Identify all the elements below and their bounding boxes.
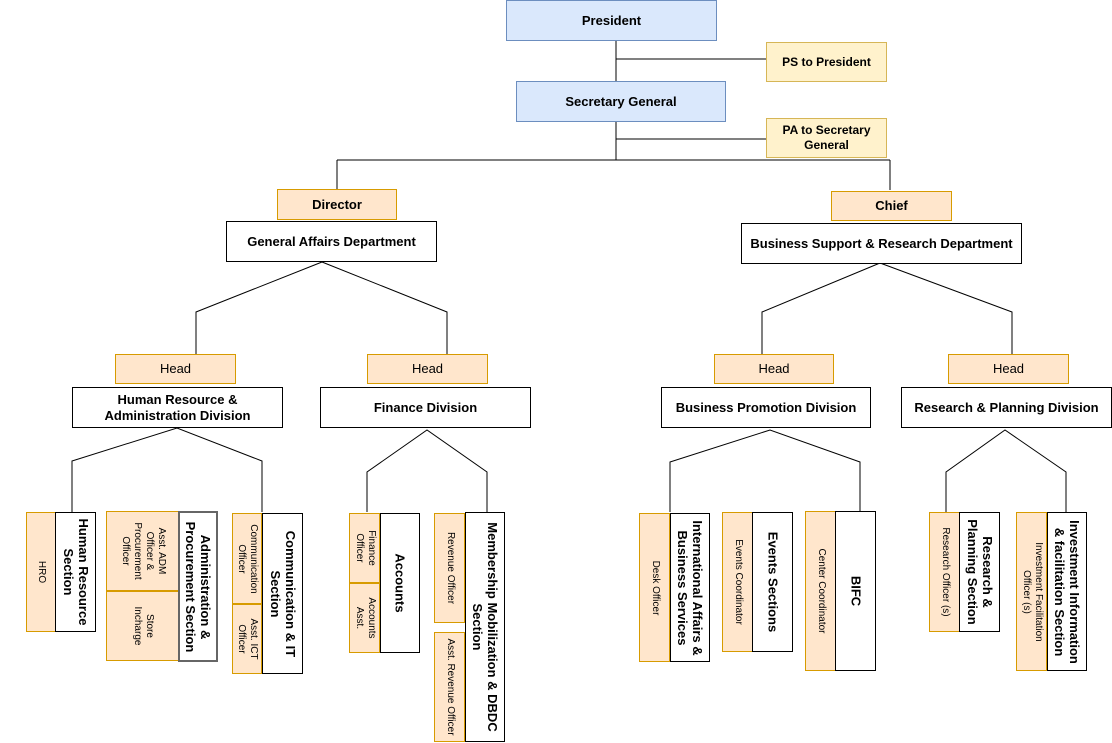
general-affairs-division-connector bbox=[195, 261, 448, 354]
hr-division-head-label: Head bbox=[159, 361, 192, 376]
research-section-connector bbox=[945, 429, 1067, 512]
events-sections-label: Events Sections bbox=[765, 531, 780, 633]
promotion-division-head-label: Head bbox=[758, 361, 790, 376]
accounts-asst-box: Accounts Asst. bbox=[349, 583, 380, 653]
hro-label: HRO bbox=[36, 560, 47, 584]
accounts-asst-label: Accounts Asst. bbox=[353, 597, 377, 639]
asst-revenue-officer-label: Asst. Revenue Officer bbox=[444, 638, 456, 736]
finance-division-label: Finance Division bbox=[373, 399, 478, 415]
chief-label: Chief bbox=[875, 198, 908, 213]
director-box: Director bbox=[277, 189, 397, 220]
communication-officer-box: Communication Officer bbox=[232, 513, 262, 604]
investment-officer-box: Investment Facilitation Officer (s) bbox=[1016, 512, 1047, 671]
accounts-section-label: Accounts bbox=[392, 553, 408, 613]
research-division-head-box: Head bbox=[948, 354, 1069, 384]
finance-division-head-box: Head bbox=[367, 354, 488, 384]
asst-ict-officer-box: Asst. ICT Officer bbox=[232, 604, 262, 674]
pa-to-secretary-general-box: PA to Secretary General bbox=[766, 118, 887, 158]
investment-information-section-label: Investment Information & facilitation Se… bbox=[1052, 519, 1082, 664]
ps-to-president-label: PS to President bbox=[782, 54, 871, 69]
finance-officer-label: Finance Officer bbox=[353, 530, 377, 566]
ps-to-president-box: PS to President bbox=[766, 42, 887, 82]
hro-box: HRO bbox=[26, 512, 56, 632]
hr-division-label: Human Resource & Administration Division bbox=[104, 391, 251, 423]
director-label: Director bbox=[312, 196, 362, 212]
communication-it-section-box: Communication & IT Section bbox=[262, 513, 303, 674]
chief-box: Chief bbox=[831, 191, 952, 221]
hr-division-box: Human Resource & Administration Division bbox=[72, 387, 283, 428]
admin-procurement-section-box: Administration & Procurement Section bbox=[178, 511, 218, 662]
membership-dbdc-section-box: Membership Mobilization & DBDC Section bbox=[465, 512, 505, 742]
revenue-officer-box: Revenue Officer bbox=[434, 513, 465, 623]
bifc-section-label: BIFC bbox=[848, 575, 863, 607]
pa-to-secretary-general-label: PA to Secretary General bbox=[782, 123, 871, 152]
president-label: President bbox=[581, 12, 642, 28]
international-affairs-section-box: International Affairs & Business Service… bbox=[670, 513, 710, 662]
accounts-section-box: Accounts bbox=[380, 513, 420, 653]
asst-ict-officer-label: Asst. ICT Officer bbox=[236, 618, 259, 660]
admin-procurement-section-label: Administration & Procurement Section bbox=[183, 521, 213, 652]
bifc-section-box: BIFC bbox=[835, 511, 876, 671]
department-connector bbox=[336, 159, 891, 190]
asst-adm-label: Asst. ADM Officer & Procurement Officer bbox=[119, 522, 167, 580]
secretary-general-box: Secretary General bbox=[516, 81, 726, 122]
business-support-department-label: Business Support & Research Department bbox=[750, 235, 1013, 251]
finance-section-connector bbox=[366, 429, 488, 512]
promotion-division-label: Business Promotion Division bbox=[675, 399, 857, 415]
business-support-division-connector bbox=[761, 262, 1013, 354]
general-affairs-department-box: General Affairs Department bbox=[226, 221, 437, 262]
hr-section-connector bbox=[71, 427, 263, 512]
international-affairs-section-label: International Affairs & Business Service… bbox=[675, 519, 705, 656]
events-coordinator-label: Events Coordinator bbox=[732, 539, 744, 625]
investment-information-section-box: Investment Information & facilitation Se… bbox=[1047, 512, 1087, 671]
research-division-head-label: Head bbox=[992, 361, 1025, 376]
communication-officer-label: Communication Officer bbox=[236, 523, 259, 594]
center-coordinator-box: Center Coordinator bbox=[805, 511, 836, 671]
asst-revenue-officer-box: Asst. Revenue Officer bbox=[434, 632, 465, 742]
hr-section-label: Human Resource Section bbox=[60, 518, 91, 626]
business-support-department-box: Business Support & Research Department bbox=[741, 223, 1022, 264]
revenue-officer-label: Revenue Officer bbox=[444, 531, 456, 605]
desk-officer-box: Desk Officer bbox=[639, 513, 670, 662]
president-box: President bbox=[506, 0, 717, 41]
research-planning-section-label: Research & Planning Section bbox=[964, 519, 995, 625]
secretary-general-label: Secretary General bbox=[565, 93, 677, 109]
center-coordinator-label: Center Coordinator bbox=[815, 548, 827, 634]
hr-section-box: Human Resource Section bbox=[55, 512, 96, 632]
finance-division-head-label: Head bbox=[411, 361, 444, 376]
research-officer-box: Research Officer (s) bbox=[929, 512, 960, 632]
promotion-division-head-box: Head bbox=[714, 354, 834, 384]
finance-officer-box: Finance Officer bbox=[349, 513, 380, 583]
hr-division-head-box: Head bbox=[115, 354, 236, 384]
promotion-section-connector bbox=[669, 429, 861, 512]
events-sections-box: Events Sections bbox=[752, 512, 793, 652]
research-division-box: Research & Planning Division bbox=[901, 387, 1112, 428]
research-planning-section-box: Research & Planning Section bbox=[959, 512, 1000, 632]
investment-officer-label: Investment Facilitation Officer (s) bbox=[1020, 541, 1044, 642]
desk-officer-label: Desk Officer bbox=[649, 560, 661, 615]
research-officer-label: Research Officer (s) bbox=[939, 527, 951, 617]
events-coordinator-box: Events Coordinator bbox=[722, 512, 753, 652]
communication-it-section-label: Communication & IT Section bbox=[267, 530, 298, 657]
research-division-label: Research & Planning Division bbox=[914, 399, 1099, 415]
store-incharge-label: Store Incharge bbox=[131, 606, 155, 646]
general-affairs-department-label: General Affairs Department bbox=[247, 233, 416, 249]
asst-adm-box: Asst. ADM Officer & Procurement Officer bbox=[106, 511, 179, 591]
store-incharge-box: Store Incharge bbox=[106, 591, 179, 661]
promotion-division-box: Business Promotion Division bbox=[661, 387, 871, 428]
membership-dbdc-section-label: Membership Mobilization & DBDC Section bbox=[470, 522, 500, 732]
finance-division-box: Finance Division bbox=[320, 387, 531, 428]
